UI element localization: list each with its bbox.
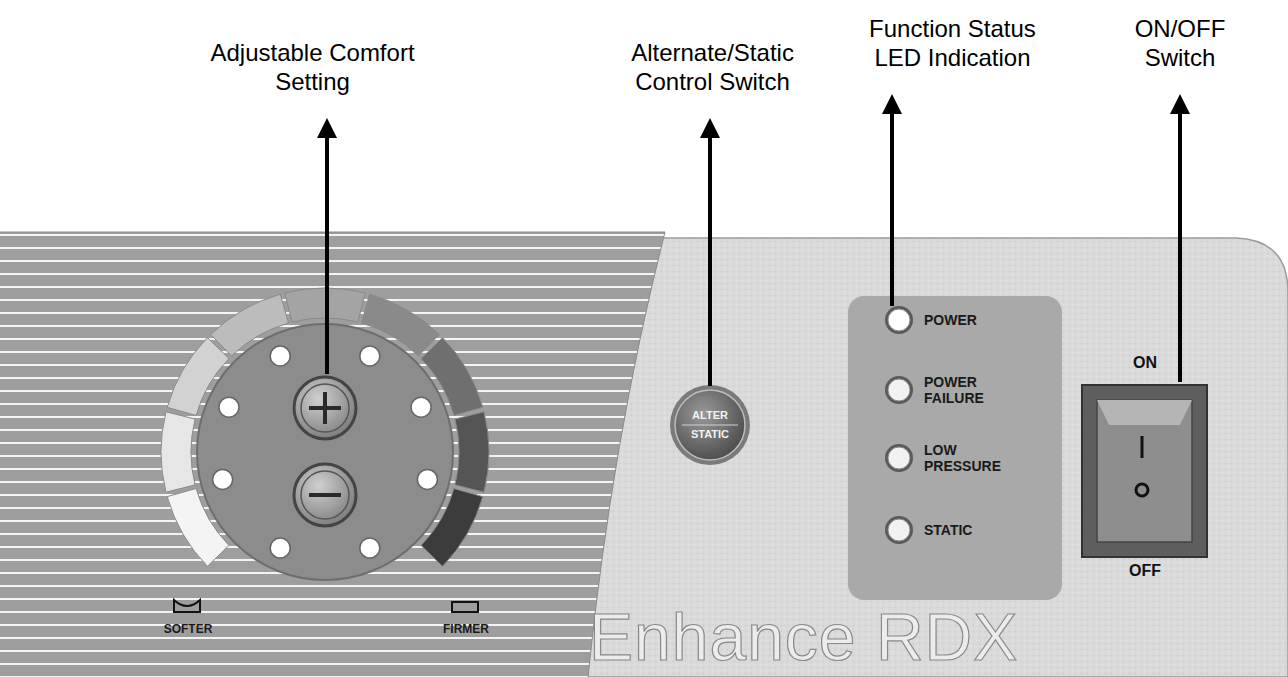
level-led [360, 346, 380, 366]
button-label: STATIC [675, 428, 745, 441]
level-led [270, 346, 290, 366]
level-led [270, 538, 290, 558]
led-label: POWER FAILURE [924, 374, 1024, 406]
level-led [219, 397, 239, 417]
scale-segment [161, 412, 195, 492]
callout-label: Alternate/Static Control Switch [605, 38, 820, 96]
led-label: LOW PRESSURE [924, 442, 1024, 474]
status-led [888, 519, 910, 541]
scale-segment [455, 412, 489, 492]
led-label: POWER [924, 312, 1024, 328]
level-led [417, 469, 437, 489]
level-led [360, 538, 380, 558]
status-led-ring [885, 306, 913, 334]
status-led [888, 309, 910, 331]
status-led-ring [885, 444, 913, 472]
scale-label: SOFTER [148, 622, 228, 636]
scale-label: FIRMER [426, 622, 506, 636]
switch-label: ON [1115, 354, 1175, 372]
level-led [213, 469, 233, 489]
status-led [888, 379, 910, 401]
button-label: ALTER [675, 409, 745, 422]
level-led [411, 397, 431, 417]
alter-static-button: ALTER STATIC [672, 387, 748, 463]
status-led-ring [885, 516, 913, 544]
callout-label: Adjustable Comfort Setting [205, 38, 420, 96]
switch-label: OFF [1115, 562, 1175, 580]
status-led-ring [885, 376, 913, 404]
callout-label: ON/OFF Switch [1125, 14, 1235, 72]
led-label: STATIC [924, 522, 1024, 538]
status-led-panel: POWER POWER FAILURE LOW PRESSURE STATIC [848, 296, 1062, 600]
status-led [888, 447, 910, 469]
callout-label: Function Status LED Indication [850, 14, 1055, 72]
brand-watermark: Enhance RDX [589, 602, 1018, 672]
